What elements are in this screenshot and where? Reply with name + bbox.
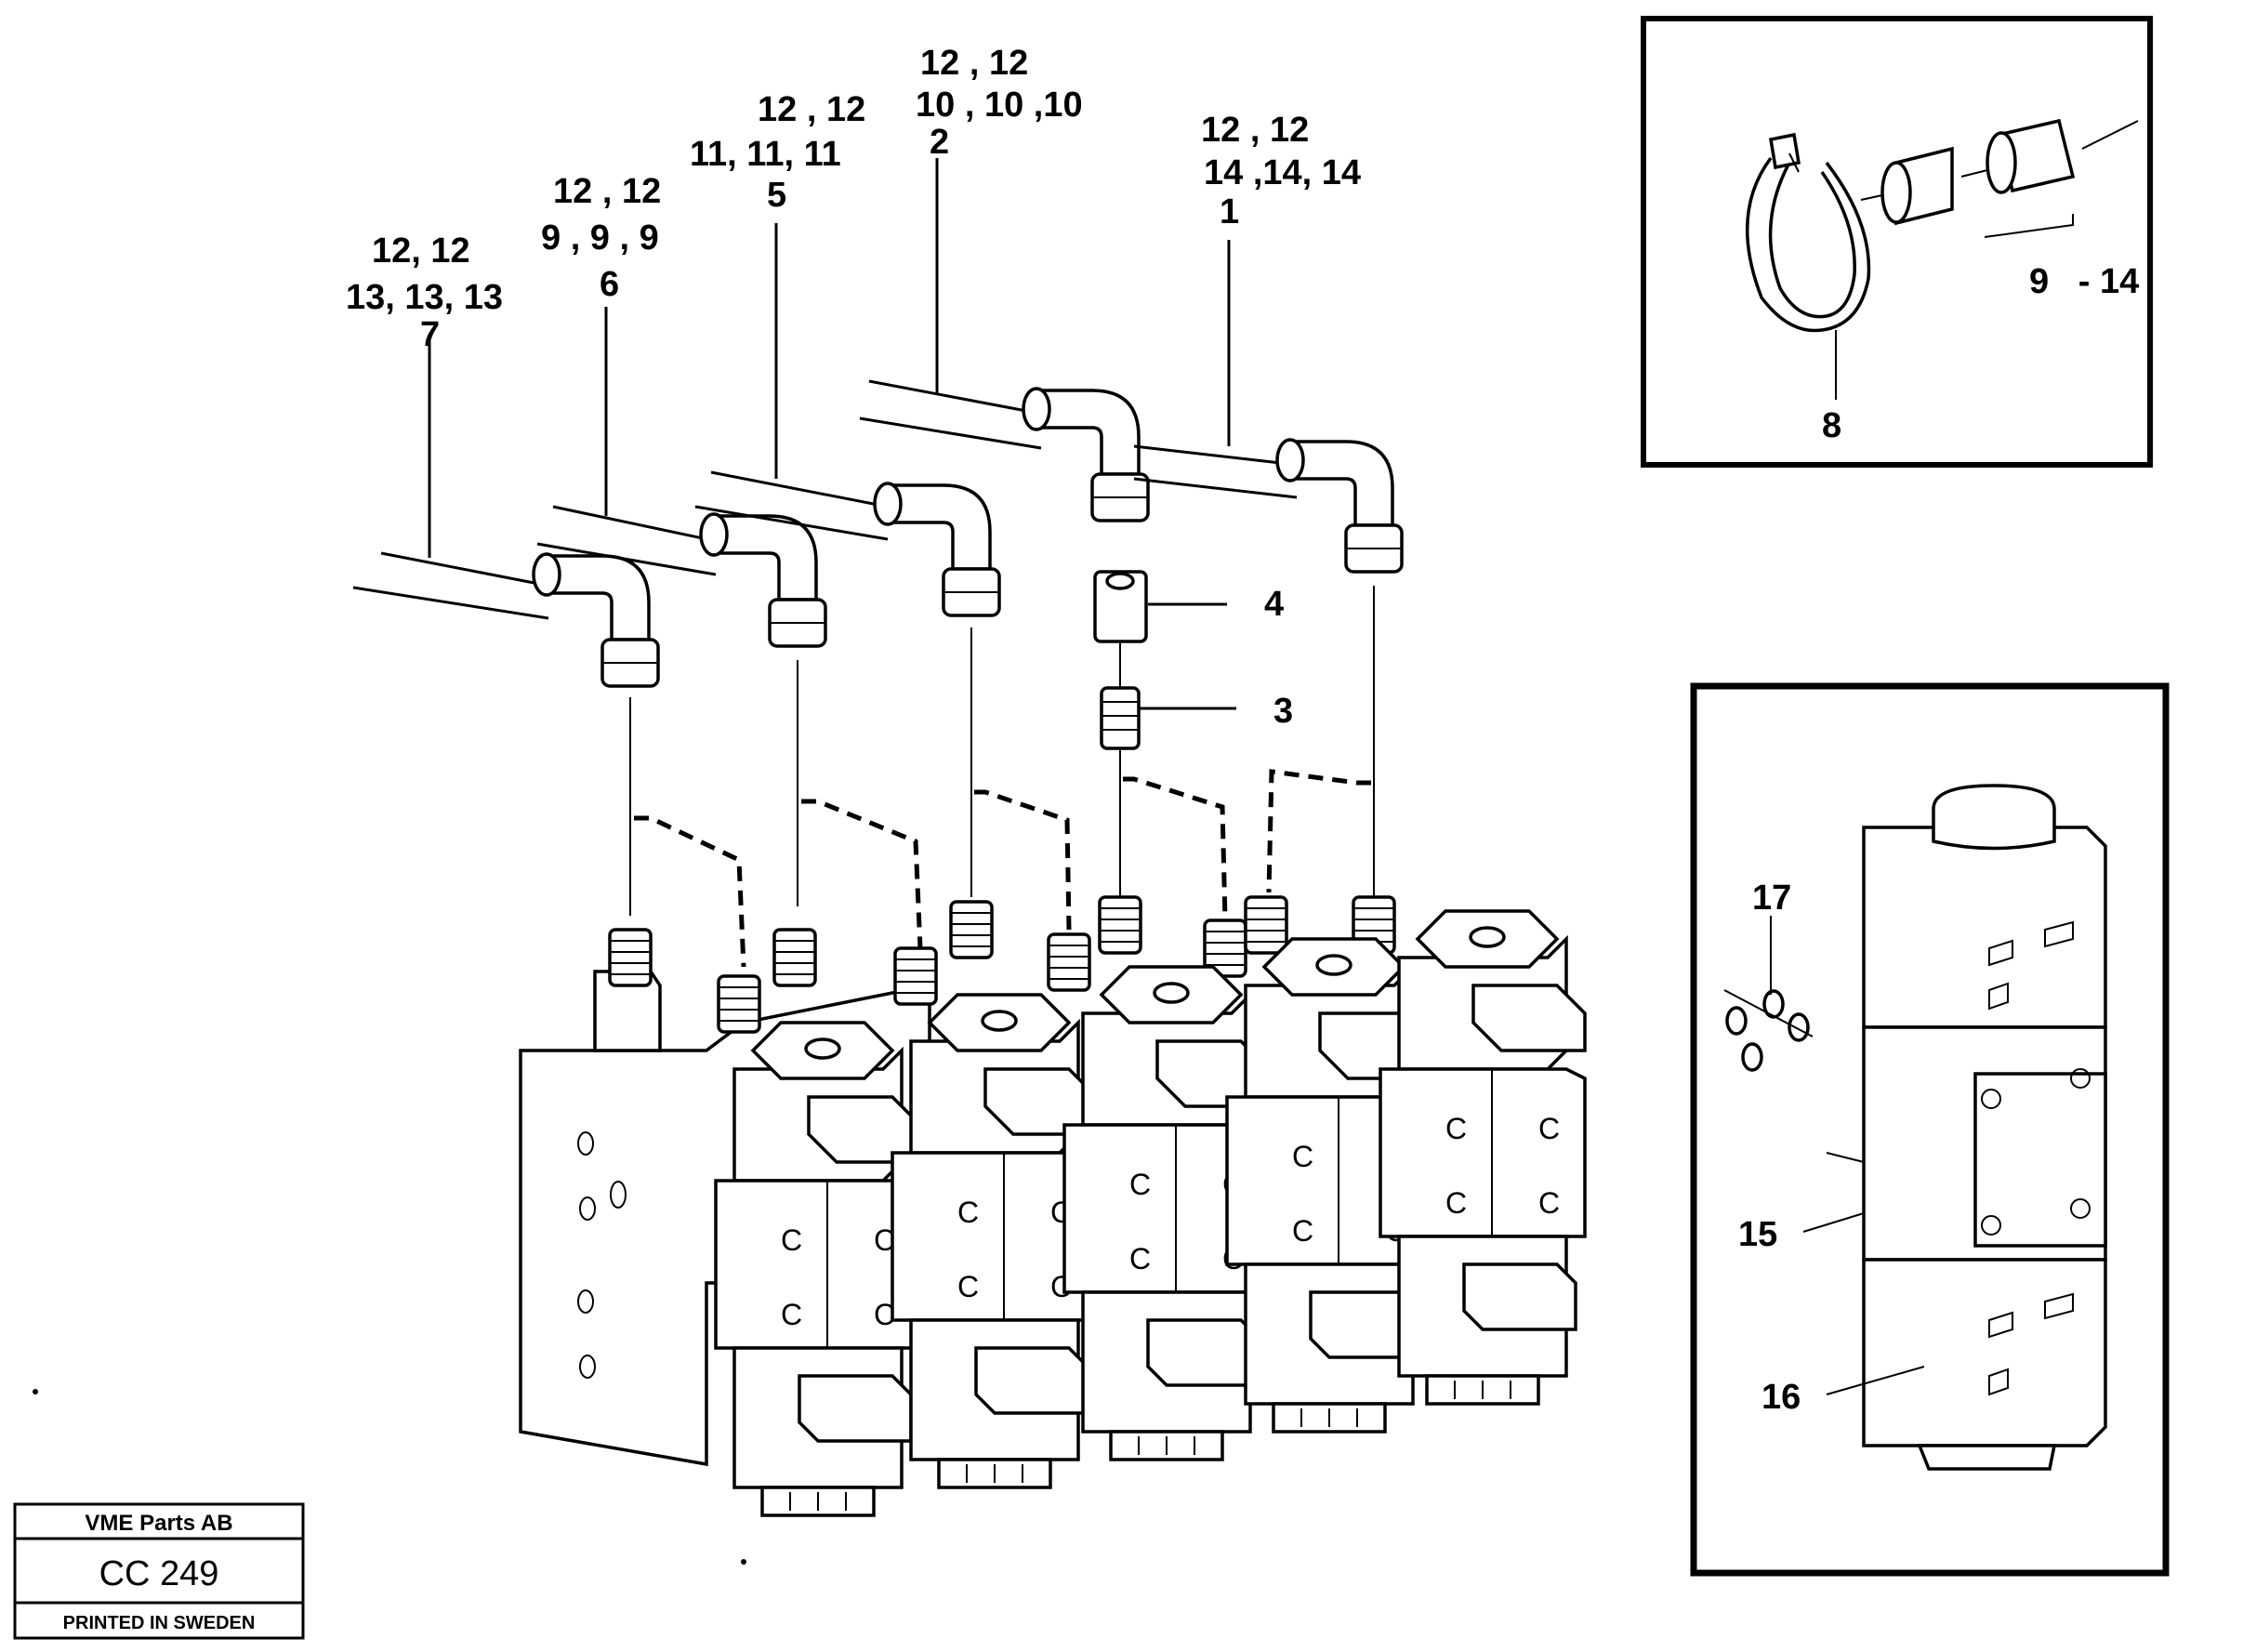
detail-valve-box: 17 15 16 — [1690, 682, 2170, 1577]
clamp-part-range: 9 - 14 — [2029, 262, 2139, 301]
pipe-1 — [1133, 240, 1404, 574]
callout-1-line1: 12 , 12 — [1201, 111, 1309, 150]
drawing-code: CC 249 — [99, 1554, 219, 1593]
callout-4: 4 — [1264, 585, 1284, 624]
solenoid-valve-1 — [714, 1021, 922, 1517]
valve-part-17: 17 — [1752, 879, 1791, 918]
pipe-7 — [352, 339, 660, 688]
callout-3: 3 — [1273, 692, 1293, 731]
pipe-2 — [859, 158, 1150, 522]
nipple — [1100, 686, 1236, 750]
callout-1-part: 1 — [1220, 192, 1239, 231]
callout-5-part: 5 — [767, 176, 786, 215]
callout-5-line2: 11, 11, 11 — [690, 135, 841, 174]
callout-6: 12 , 12 9 , 9 , 9 6 — [541, 172, 661, 304]
company-name: VME Parts AB — [85, 1511, 232, 1536]
callout-5-line1: 12 , 12 — [758, 90, 865, 129]
callout-1: 12 , 12 14 ,14, 14 1 — [1201, 111, 1361, 231]
callout-1-line2: 14 ,14, 14 — [1204, 153, 1361, 192]
pipe-6 — [536, 307, 827, 648]
valve-part-15: 15 — [1738, 1215, 1777, 1254]
printed-note: PRINTED IN SWEDEN — [63, 1613, 256, 1633]
adapter-nut — [1093, 570, 1227, 643]
callout-7-part: 7 — [420, 315, 440, 354]
callout-6-part: 6 — [600, 265, 619, 304]
pipe-5 — [694, 223, 1001, 617]
callout-2-line2: 10 , 10 ,10 — [916, 86, 1083, 125]
callout-2-part: 2 — [930, 123, 949, 162]
callout-7-line1: 12, 12 — [372, 231, 470, 271]
callout-7: 12, 12 13, 13, 13 7 — [346, 231, 503, 354]
clamp-part-number: 8 — [1822, 406, 1841, 445]
valve-part-16: 16 — [1761, 1378, 1801, 1417]
callout-6-line1: 12 , 12 — [553, 172, 661, 211]
title-block: VME Parts AB CC 249 PRINTED IN SWEDEN — [13, 1502, 305, 1640]
solenoid-valve-5 — [1379, 909, 1587, 1406]
callout-7-line2: 13, 13, 13 — [346, 278, 503, 317]
callout-2-line1: 12 , 12 — [920, 44, 1028, 83]
callout-2: 12 , 12 10 , 10 ,10 2 — [916, 44, 1083, 162]
callout-6-line2: 9 , 9 , 9 — [541, 218, 659, 258]
callout-5: 12 , 12 11, 11, 11 5 — [690, 90, 865, 215]
detail-clamp-box: 9 - 14 8 — [1641, 16, 2153, 468]
